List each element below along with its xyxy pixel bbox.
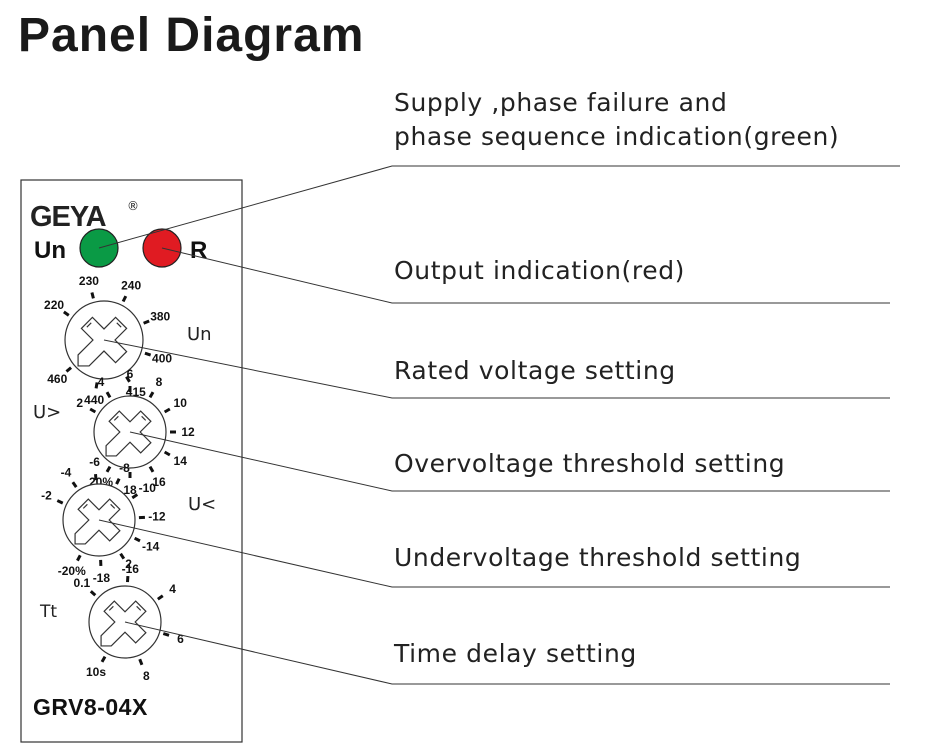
leader-line-supply (98, 165, 900, 249)
dial-cross-shape (74, 498, 121, 545)
callout-output: Output indication(red) (394, 256, 686, 285)
dial-3[interactable]: 0.1 2 4 6 8 10s (74, 557, 185, 683)
dial-tick-label: 400 (152, 352, 172, 366)
dial-tick (65, 366, 73, 373)
dial-tick (56, 499, 64, 505)
dial-tag-time: Tt (39, 602, 57, 622)
brand-logo-text: GEYA (30, 201, 107, 233)
dial-tick-label: -4 (61, 465, 72, 479)
dial-tick (144, 351, 152, 357)
dial-cross-grip (113, 415, 147, 421)
dial-tick-label: -18 (93, 571, 111, 585)
dial-tick (133, 536, 141, 543)
dial-pointer-icon (74, 498, 121, 545)
dial-tag-under: U< (188, 494, 216, 515)
dial-tick (143, 319, 150, 325)
dial-tick (105, 391, 112, 399)
dial-cross-shape (77, 316, 128, 367)
dial-tick-label: 0.1 (74, 576, 91, 590)
dial-tick-label: 14 (174, 454, 188, 468)
dial-tick-label: -16 (122, 562, 140, 576)
dial-cross-shape (100, 600, 147, 647)
dial-tick-label: -8 (119, 461, 130, 475)
dial-tick-label: 10 (174, 396, 188, 410)
dial-tick (163, 450, 171, 457)
dial-tick-label: -14 (142, 539, 160, 553)
model-label: GRV8-04X (33, 694, 148, 720)
dial-tag-over: U> (33, 402, 61, 423)
dial-tick (115, 477, 121, 485)
dial-tick (89, 590, 97, 597)
callout-time: Time delay setting (394, 639, 637, 668)
dial-tick (125, 375, 131, 383)
registered-mark: ® (127, 199, 139, 213)
leader-line-rated (103, 339, 890, 399)
dial-tick-label: 6 (127, 367, 134, 381)
dial-tick (138, 658, 144, 666)
r-indicator-label: R (190, 237, 207, 264)
dial-cross-grip (86, 322, 122, 328)
dial-tick-label: 12 (181, 425, 195, 439)
dial-pointer-icon (77, 316, 128, 367)
geya-logo: GEYA ® (30, 199, 139, 233)
callout-rated: Rated voltage setting (394, 356, 676, 385)
dial-tick-label: 6 (177, 632, 184, 646)
dial-tick-label: 380 (150, 309, 170, 323)
leader-lines (98, 165, 900, 685)
dial-tick (89, 407, 97, 414)
dial-cross-grip (82, 503, 116, 509)
dial-tick (148, 391, 155, 399)
dial-tick-label: -20% (58, 564, 86, 578)
callout-supply-line-2: phase sequence indication(green) (394, 122, 840, 151)
leader-line-under (98, 519, 890, 588)
dial-tick (105, 465, 112, 473)
dial-tick-label: -12 (148, 510, 166, 524)
dial-tick (94, 382, 99, 389)
callout-over: Overvoltage threshold setting (394, 449, 786, 478)
dial-tick (63, 310, 70, 317)
dial-tick-label: 440 (84, 393, 104, 407)
dial-tag-un: Un (187, 324, 212, 345)
dial-tick-label: 220 (44, 298, 64, 312)
callout-under: Undervoltage threshold setting (394, 543, 802, 572)
dial-tick (162, 632, 170, 637)
dial-tick (131, 493, 139, 500)
dial-tick-label: -6 (89, 455, 100, 469)
dial-pointer-icon (100, 600, 147, 647)
dial-tick-label: 18 (123, 483, 137, 497)
dial-tick-label: 16 (152, 475, 166, 489)
dial-pointer-icon (105, 410, 152, 457)
dial-tick (90, 292, 95, 299)
leader-line-over (129, 431, 890, 492)
dial-tick-label: 8 (143, 669, 150, 683)
dial-tick-label: 460 (47, 372, 67, 386)
leader-line-time (124, 621, 890, 685)
un-indicator-label: Un (34, 237, 66, 264)
dial-tick (76, 554, 82, 562)
dial-tick-label: -10 (139, 481, 157, 495)
dial-tick-label: 10s (86, 665, 106, 679)
dial-tick-label: -2 (41, 488, 52, 502)
dial-tick (148, 465, 155, 473)
dial-tick-label: 2 (125, 557, 132, 571)
callout-supply-line-1: Supply ,phase failure and (394, 88, 728, 117)
dial-tick-label: 2 (76, 396, 83, 410)
leader-line-output (161, 247, 890, 304)
dial-tick-label: 8 (156, 375, 163, 389)
dial-tick-label: 240 (121, 278, 141, 292)
dial-tick (100, 655, 107, 663)
dial-tick (163, 407, 171, 414)
dial-cross-grip (108, 605, 142, 611)
dial-tick (71, 481, 78, 488)
dial-tick (119, 552, 126, 560)
dial-tick (156, 594, 164, 601)
dial-tick (121, 295, 128, 303)
page-title: Panel Diagram (18, 9, 365, 62)
dial-cross-shape (105, 410, 152, 457)
dial-tick-label: 4 (98, 375, 105, 389)
dial-tick-label: 230 (79, 274, 99, 288)
dial-tick-label: 4 (169, 582, 176, 596)
